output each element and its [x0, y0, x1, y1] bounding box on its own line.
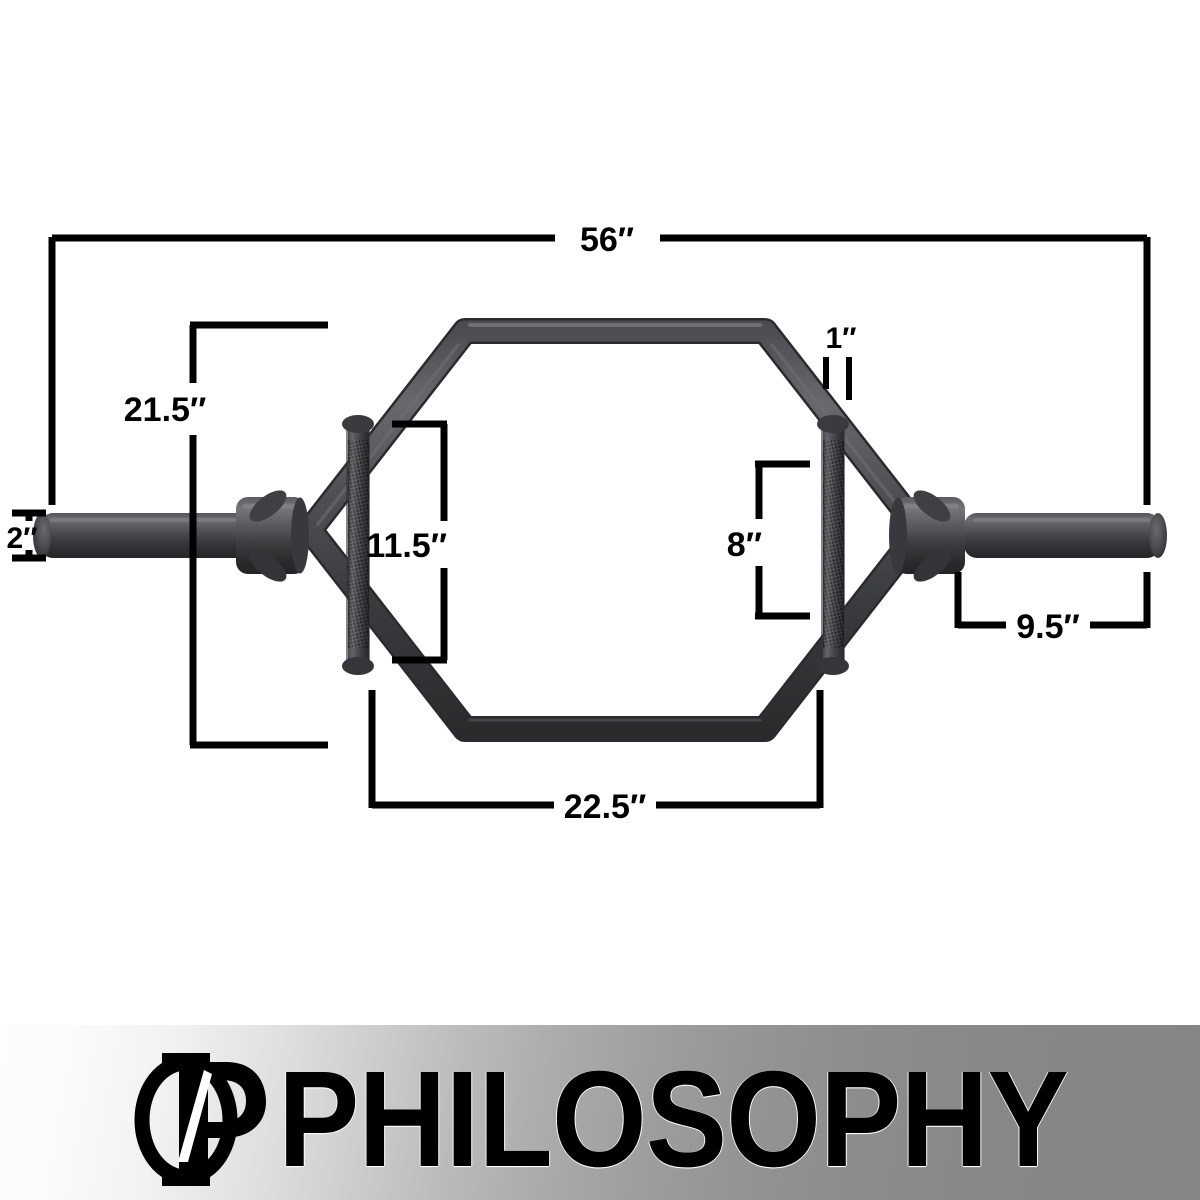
logo-stem-bottom-serif — [162, 1176, 210, 1186]
dimension-overall-height — [189, 321, 328, 749]
right-sleeve-end-cap — [1149, 513, 1167, 558]
dim-label-sleeve-length: 9.5″ — [1016, 608, 1080, 646]
right-sleeve-shaft — [964, 513, 1160, 558]
right-handle — [817, 415, 849, 675]
dim-label-handle-length: 8″ — [727, 526, 762, 564]
left-handle-top-weld — [342, 415, 374, 433]
dimension-annotations — [12, 234, 1151, 809]
left-collar-inner-face — [291, 497, 309, 574]
left-sleeve-end-cap — [33, 513, 51, 558]
right-collar-inner-face — [889, 497, 907, 574]
dimension-handle-length — [755, 460, 810, 620]
logo-stem-top-serif — [162, 1053, 210, 1063]
right-handle-top-weld — [817, 415, 849, 433]
left-lower-weld — [249, 550, 287, 582]
brand-banner-content: PHILOSOPHY — [0, 1038, 1200, 1200]
dim-label-inner-width: 22.5″ — [564, 788, 646, 826]
left-handle-knurl-shading — [348, 440, 369, 648]
brand-banner: PHILOSOPHY — [0, 1025, 1200, 1200]
left-handle — [342, 415, 374, 675]
right-handle-bottom-weld — [817, 657, 849, 675]
brand-wordmark: PHILOSOPHY — [278, 1042, 1069, 1196]
logo-slash-detail — [178, 1070, 212, 1162]
dimension-overall-length — [48, 234, 1151, 505]
dimension-inner-width — [368, 690, 824, 809]
dim-label-overall-height: 21.5″ — [124, 391, 206, 429]
dim-label-overall-length: 56″ — [580, 221, 634, 259]
dimension-sleeve-diameter — [12, 509, 46, 562]
hex-frame-upper-left-highlight — [316, 343, 460, 526]
right-upper-weld — [913, 490, 951, 522]
hex-bar-illustration — [33, 318, 1167, 742]
dimension-labels: 56″ 21.5″ 2″ 1″ 11.5″ 8″ 9.5″ 22.5″ — [6, 221, 1079, 826]
hex-frame-outline — [299, 320, 931, 740]
dimension-inner-opening-height — [392, 420, 448, 664]
dim-label-tube-thickness: 1″ — [825, 322, 856, 355]
dimension-tube-thickness — [823, 357, 852, 400]
right-lower-weld — [913, 550, 951, 582]
dimension-sleeve-length — [954, 572, 1151, 629]
dim-label-inner-opening-height: 11.5″ — [366, 527, 447, 565]
left-handle-bottom-weld — [342, 657, 374, 675]
phi-monogram-svg — [134, 1053, 266, 1186]
left-sleeve-shaft — [40, 513, 266, 558]
dim-label-sleeve-diameter: 2″ — [6, 522, 37, 555]
phi-monogram-logo-icon — [118, 1044, 268, 1194]
left-upper-weld — [249, 490, 287, 522]
right-handle-knurl-shading — [823, 440, 844, 648]
logo-p-bowl — [188, 1062, 266, 1186]
